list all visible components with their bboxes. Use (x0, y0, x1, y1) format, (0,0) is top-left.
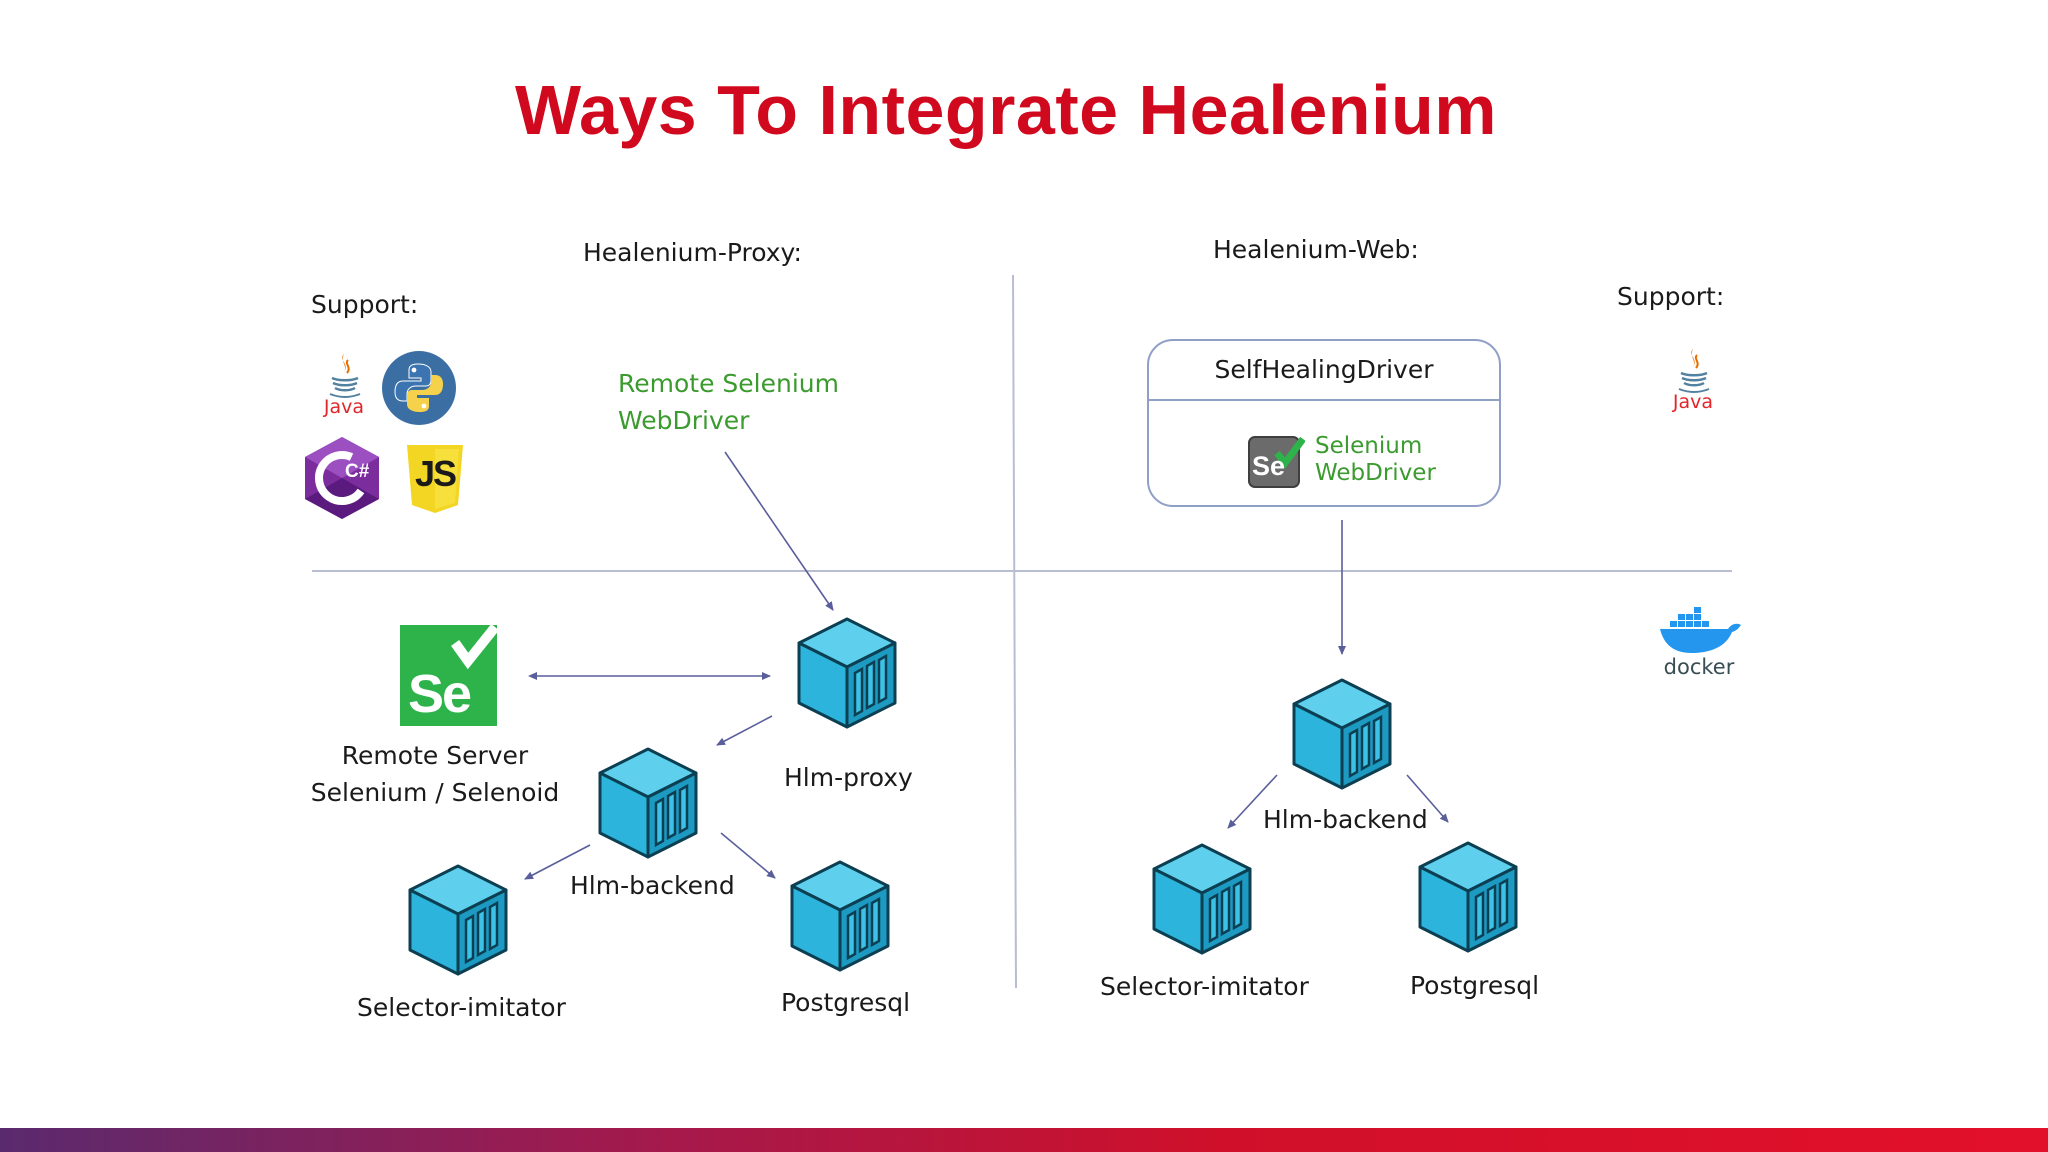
slide-title: Ways To Integrate Healenium (514, 71, 1498, 149)
arrow-backend-to-postgres-web (1406, 774, 1449, 823)
self-healing-driver-box: SelfHealingDriver Se Selenium WebDriver (1147, 339, 1501, 507)
hlm-proxy-container-icon (795, 615, 899, 731)
hlm-backend-container-icon (596, 745, 700, 861)
self-healing-driver-label: SelfHealingDriver (1214, 355, 1434, 384)
arrow-webdriver-to-proxy (724, 451, 834, 611)
web-support-label: Support: (1617, 282, 1725, 311)
selenium-webdriver-line-2: WebDriver (1315, 460, 1436, 486)
bottom-gradient-bar (0, 1128, 2048, 1152)
selector-imitator-label: Selector-imitator (357, 993, 566, 1022)
hlm-proxy-label: Hlm-proxy (784, 763, 913, 792)
selenium-webdriver-icon: Se (1247, 435, 1306, 489)
docker-text: docker (1663, 655, 1735, 679)
web-heading: Healenium-Web: (1213, 235, 1419, 264)
javascript-icon: JS (404, 443, 466, 515)
selector-imitator-container-icon (406, 862, 510, 978)
remote-server-label: Remote Server Selenium / Selenoid (300, 737, 570, 811)
selenium-webdriver-label: Selenium WebDriver (1315, 433, 1436, 487)
postgresql-web-container-icon (1416, 839, 1520, 955)
java-icon-web: Java (1667, 345, 1719, 421)
remote-server-line-1: Remote Server (341, 741, 529, 770)
postgresql-web-label: Postgresql (1410, 971, 1540, 1000)
docker-icon: docker (1656, 605, 1742, 685)
selenium-webdriver-icon-text: Se (1252, 451, 1286, 481)
arrow-backend-to-selector-web (1227, 774, 1278, 829)
selenium-logo-icon: Se (400, 623, 500, 726)
arrow-backend-to-postgres (720, 832, 776, 879)
python-icon (381, 350, 457, 426)
arrow-proxy-to-backend (716, 715, 773, 746)
selector-imitator-web-label: Selector-imitator (1100, 972, 1309, 1001)
selenium-logo-text: Se (408, 664, 472, 724)
java-icon: Java (318, 350, 370, 426)
postgresql-label: Postgresql (781, 988, 911, 1017)
java-icon-text: Java (323, 396, 365, 418)
java-icon-web-text: Java (1672, 391, 1714, 413)
selenium-webdriver-line-1: Selenium (1315, 433, 1423, 459)
hlm-backend-label: Hlm-backend (570, 871, 735, 900)
selector-imitator-web-container-icon (1150, 841, 1254, 957)
proxy-heading: Healenium-Proxy: (583, 238, 802, 267)
hlm-backend-web-container-icon (1290, 676, 1394, 792)
postgresql-container-icon (788, 858, 892, 974)
javascript-icon-text: JS (414, 453, 457, 494)
remote-webdriver-line-1: Remote Selenium (618, 369, 839, 398)
proxy-support-label: Support: (311, 290, 419, 319)
arrow-backend-to-selector (524, 844, 591, 880)
remote-server-line-2: Selenium / Selenoid (310, 778, 560, 807)
vertical-divider (1012, 274, 1017, 989)
remote-selenium-webdriver-label: Remote Selenium WebDriver (618, 365, 839, 439)
hlm-backend-web-label: Hlm-backend (1263, 805, 1428, 834)
remote-webdriver-line-2: WebDriver (618, 406, 750, 435)
csharp-icon: C# (302, 435, 382, 521)
csharp-icon-text: C# (345, 461, 370, 482)
self-healing-driver-divider (1149, 399, 1499, 401)
